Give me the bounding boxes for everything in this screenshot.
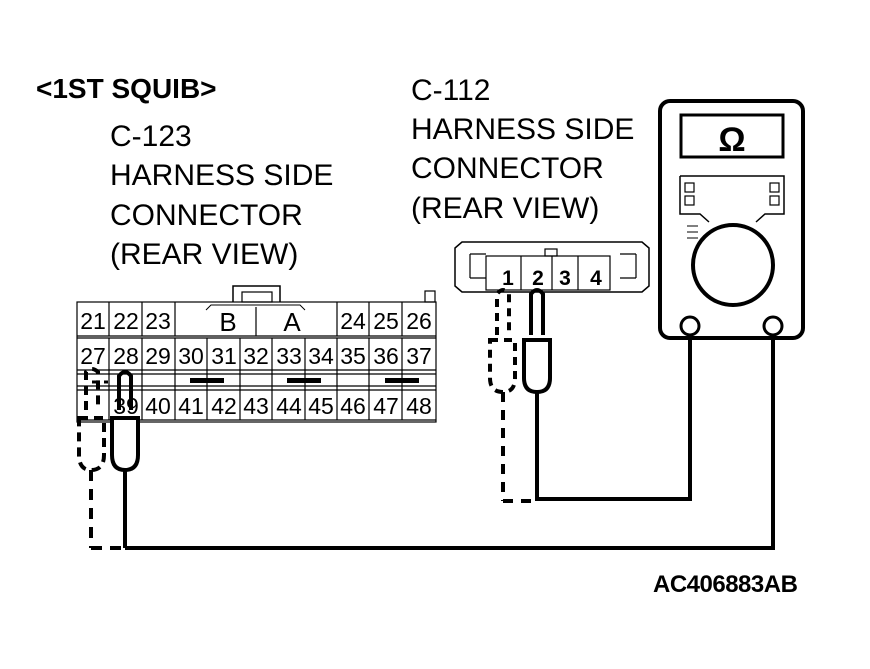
c123-corner-key bbox=[424, 290, 436, 303]
pin-label: 24 bbox=[340, 308, 366, 334]
meter-terminal-com bbox=[679, 315, 701, 337]
c112-pin-labels: 1 2 3 4 bbox=[502, 267, 602, 290]
pin-label: 23 bbox=[145, 308, 171, 334]
c112-probe-dashed-body bbox=[488, 338, 517, 395]
pin-label: 3 bbox=[559, 267, 571, 290]
c123-label-line: (REAR VIEW) bbox=[110, 238, 299, 271]
meter-dial bbox=[691, 223, 775, 307]
c112-connector bbox=[454, 241, 650, 293]
pin-label: 31 bbox=[211, 343, 237, 369]
pin-label: 36 bbox=[373, 343, 399, 369]
ohm-symbol: Ω bbox=[718, 121, 745, 159]
c112-label-line: HARNESS SIDE bbox=[411, 113, 635, 146]
c123-bars bbox=[190, 378, 419, 383]
c112-probes bbox=[488, 288, 552, 503]
ohmmeter-icon bbox=[658, 99, 805, 340]
c112-probe-solid-tip bbox=[529, 288, 545, 335]
figure-code: AC406883AB bbox=[653, 571, 798, 598]
pin-label: 44 bbox=[276, 393, 302, 419]
c123-label-line: HARNESS SIDE bbox=[110, 159, 334, 192]
c123-label-line: C-123 bbox=[110, 120, 192, 153]
c123-pin-labels: 21 22 23 B A 24 25 26 27 28 29 30 31 32 … bbox=[80, 307, 432, 419]
c123-probe-dashed-body bbox=[77, 416, 106, 473]
pin-label: 45 bbox=[308, 393, 334, 419]
pin-label: 4 bbox=[590, 267, 602, 290]
pin-label: 1 bbox=[502, 267, 514, 290]
meter-wires bbox=[125, 335, 775, 550]
c112-probe-solid-body bbox=[522, 338, 552, 395]
pin-label: 35 bbox=[340, 343, 366, 369]
c123-label-line: CONNECTOR bbox=[110, 199, 303, 232]
pin-label: 47 bbox=[373, 393, 399, 419]
pin-label: 37 bbox=[406, 343, 432, 369]
pin-label: 30 bbox=[178, 343, 204, 369]
pin-label: 21 bbox=[80, 308, 106, 334]
pin-label: 25 bbox=[373, 308, 399, 334]
meter-panel bbox=[679, 175, 785, 223]
pin-label: 40 bbox=[145, 393, 171, 419]
c123-probe-solid-body bbox=[110, 416, 140, 473]
pin-label-a: A bbox=[283, 307, 301, 337]
c123-latch bbox=[232, 285, 281, 302]
c123-connector bbox=[76, 285, 437, 423]
c112-key bbox=[544, 248, 558, 257]
pin-label: 43 bbox=[243, 393, 269, 419]
pin-label: 41 bbox=[178, 393, 204, 419]
c112-label-line: (REAR VIEW) bbox=[411, 192, 600, 225]
pin-label: 33 bbox=[276, 343, 302, 369]
c123-probe-solid-tip bbox=[117, 370, 133, 410]
c112-label-line: C-112 bbox=[411, 74, 491, 107]
pin-label: 32 bbox=[243, 343, 269, 369]
c123-probe-dashed-tip bbox=[84, 367, 100, 410]
figure-code-suffix: AB bbox=[763, 571, 798, 598]
pin-label: 48 bbox=[406, 393, 432, 419]
pin-label: 27 bbox=[80, 343, 106, 369]
wire-c123-to-v bbox=[125, 335, 775, 550]
c112-body bbox=[454, 241, 650, 293]
diagram-title: <1ST SQUIB> bbox=[36, 73, 217, 104]
figure-code-number: AC406883 bbox=[653, 571, 764, 598]
c123-latch-inner bbox=[241, 291, 273, 303]
c123-probes bbox=[77, 367, 140, 550]
pin-label-b: B bbox=[219, 307, 236, 337]
c123-row1-dividers bbox=[108, 302, 403, 336]
meter-terminal-v bbox=[762, 315, 784, 337]
pin-label: 46 bbox=[340, 393, 366, 419]
pin-label: 2 bbox=[532, 267, 544, 290]
pin-label: 28 bbox=[113, 343, 139, 369]
pin-label: 34 bbox=[308, 343, 334, 369]
meter-display bbox=[679, 113, 785, 159]
wire-c112-to-com bbox=[537, 335, 692, 501]
c112-label-line: CONNECTOR bbox=[411, 152, 604, 185]
c112-probe-dashed-tip bbox=[495, 288, 511, 335]
pin-label: 42 bbox=[211, 393, 237, 419]
pin-label: 29 bbox=[145, 343, 171, 369]
pin-label: 26 bbox=[406, 308, 432, 334]
meter-body bbox=[658, 99, 805, 340]
pin-label: 22 bbox=[113, 308, 139, 334]
